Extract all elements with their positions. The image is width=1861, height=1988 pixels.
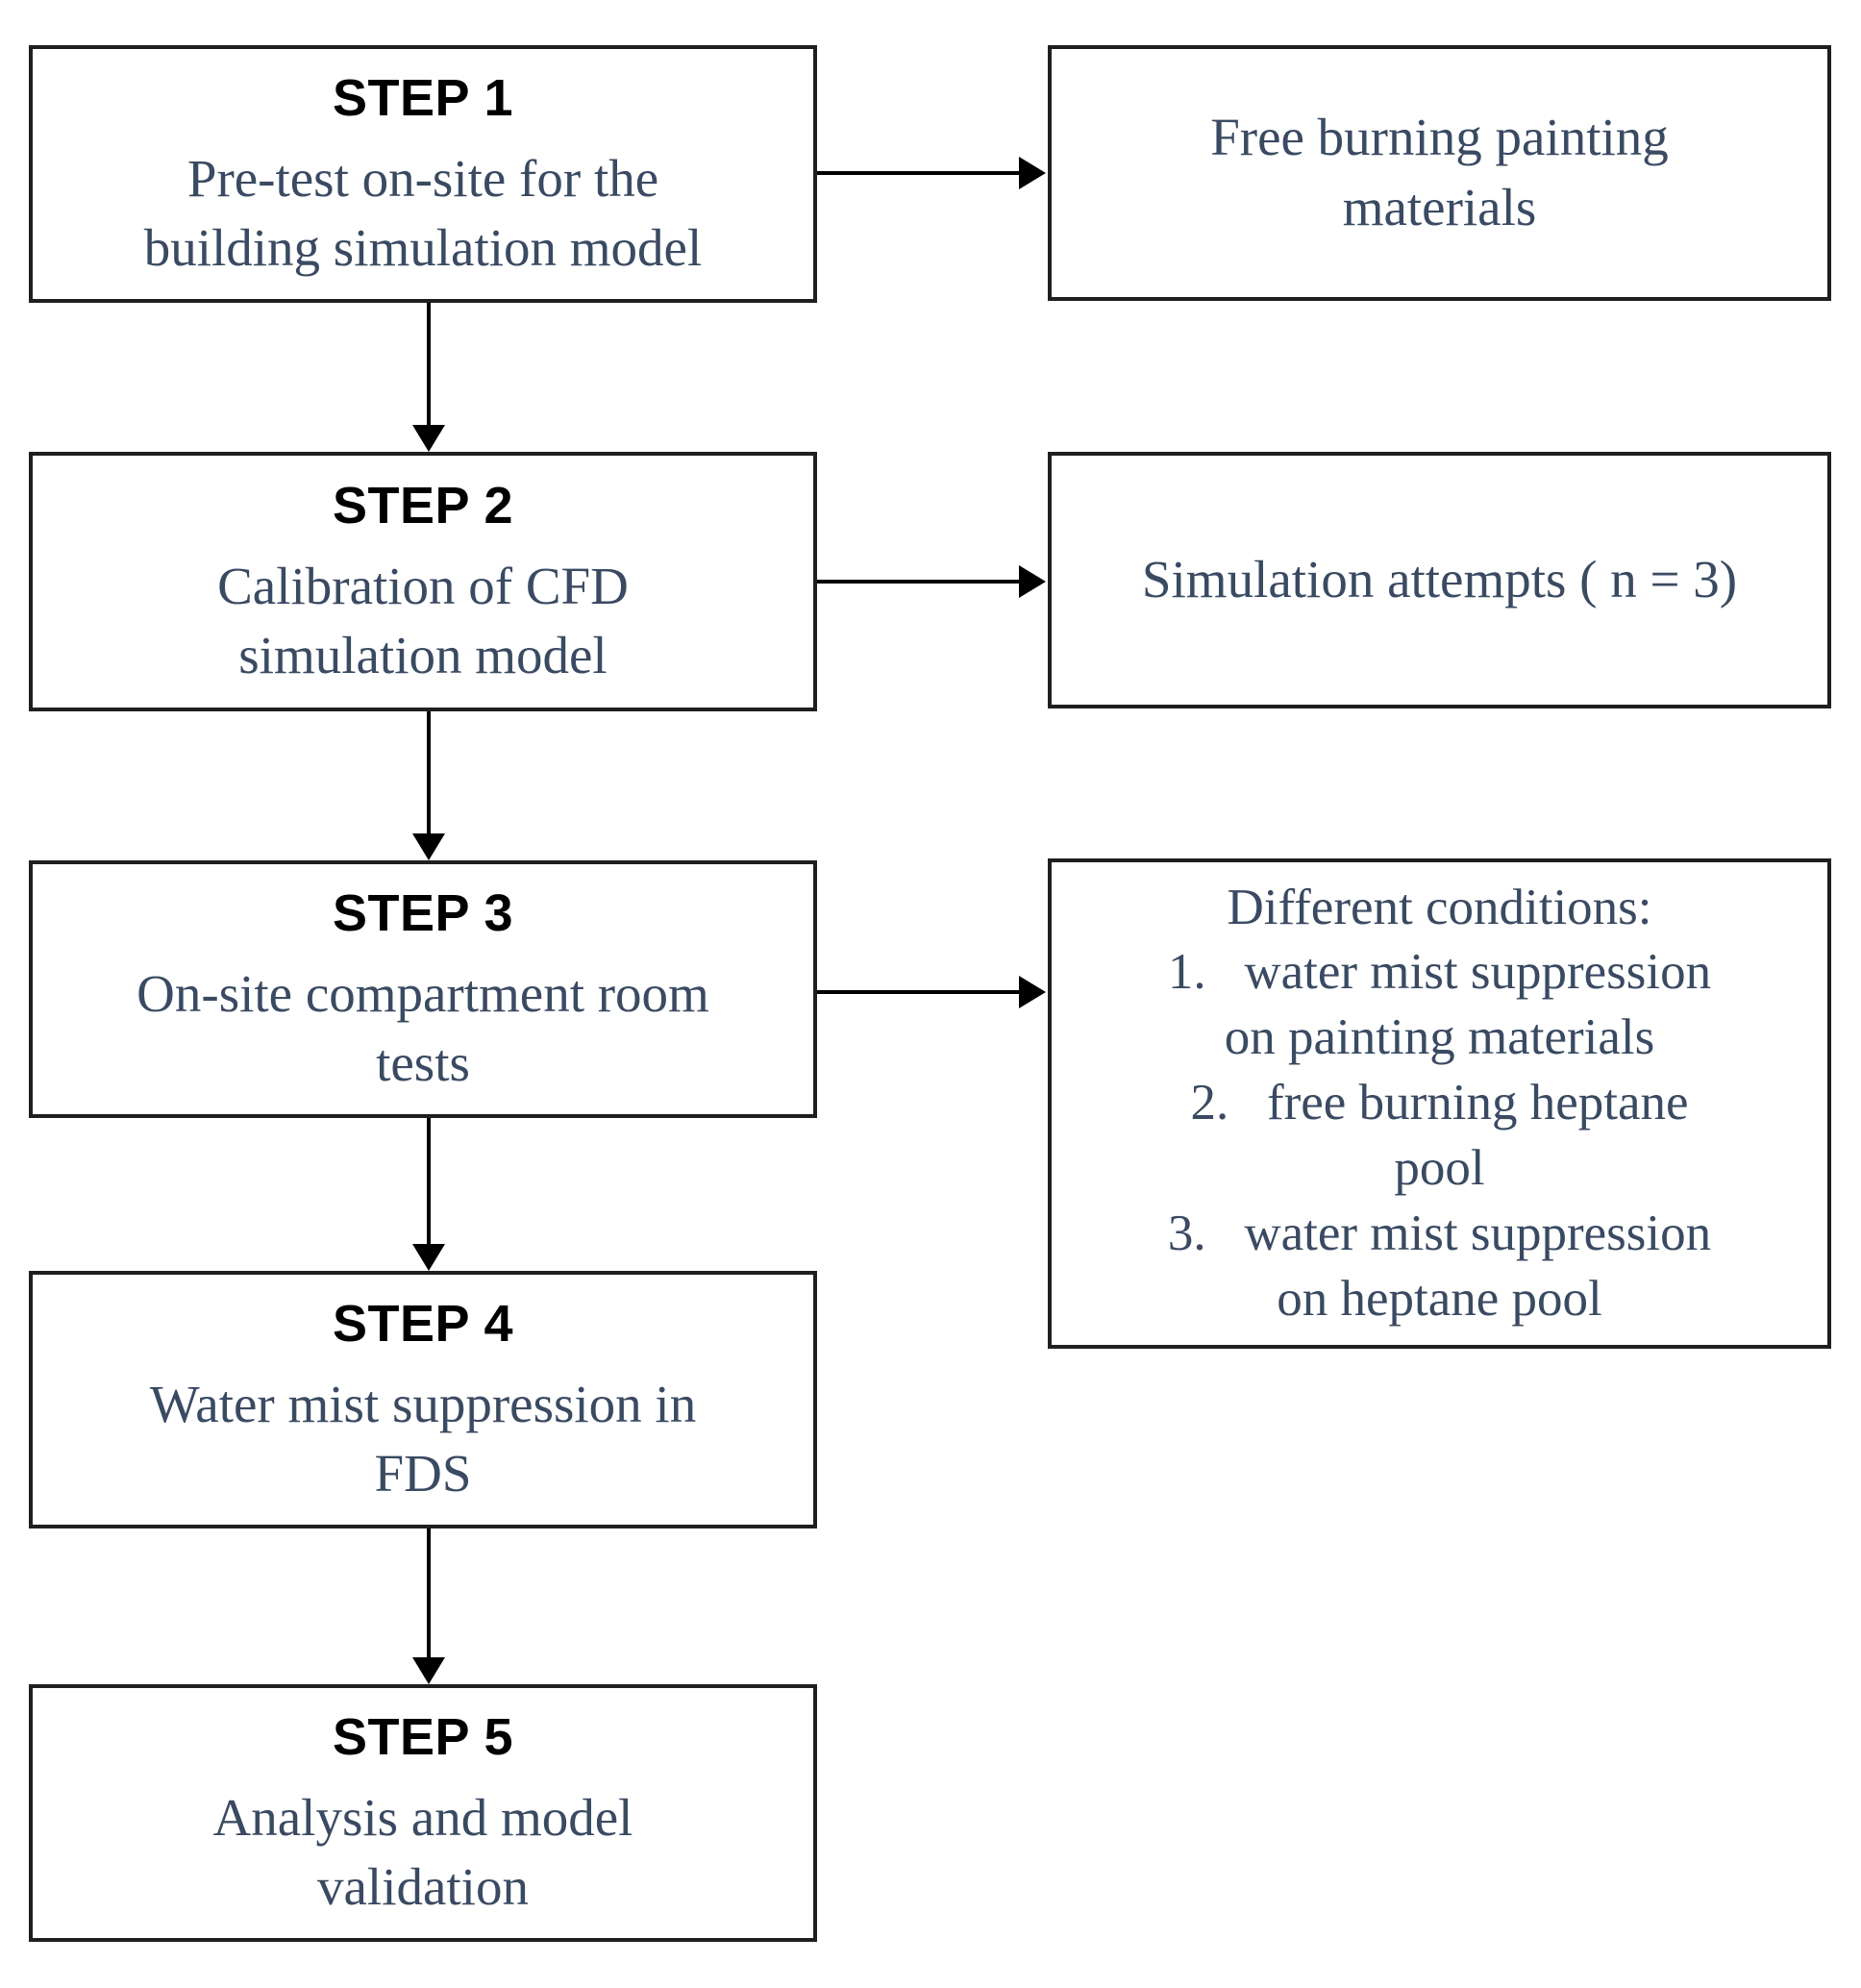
output-2-line-1: Simulation attempts ( n = 3): [1141, 550, 1738, 609]
condition-1-line-2: on painting materials: [1224, 1009, 1655, 1066]
condition-3-line-1: 3. water mist suppression: [1167, 1205, 1712, 1261]
step-1-text-line-1: Pre-test on-site for the: [186, 148, 659, 208]
condition-2-line-1: 2. free burning heptane: [1190, 1075, 1689, 1131]
arrow-down-step2-to-step3-icon: [412, 711, 445, 860]
condition-2-line-2: pool: [1394, 1139, 1485, 1196]
arrow-down-step4-to-step5-icon: [412, 1528, 445, 1684]
step-3-text-line-2: tests: [376, 1033, 470, 1093]
condition-3-line-2: on heptane pool: [1277, 1270, 1602, 1327]
arrow-down-step1-to-step2-icon: [412, 303, 445, 452]
output-box-free-burning: Free burning painting materials: [1048, 45, 1831, 301]
step-1-title: STEP 1: [332, 69, 514, 128]
step-5-text-line-1: Analysis and model: [212, 1787, 633, 1847]
arrow-right-step1-to-output-icon: [817, 157, 1046, 189]
step-4-title: STEP 4: [332, 1295, 514, 1354]
conditions-heading: Different conditions:: [1227, 879, 1652, 935]
arrow-right-step2-to-output-icon: [817, 565, 1046, 598]
step-5-title: STEP 5: [332, 1708, 514, 1767]
condition-1-line-1: 1. water mist suppression: [1167, 944, 1712, 1001]
step-5-text-line-2: validation: [317, 1857, 529, 1917]
step-3-text-line-1: On-site compartment room: [136, 963, 709, 1023]
step-2-title: STEP 2: [332, 477, 514, 535]
step-4-text-line-1: Water mist suppression in: [149, 1374, 697, 1433]
arrow-down-step3-to-step4-icon: [412, 1118, 445, 1271]
output-box-different-conditions: Different conditions: 1. water mist supp…: [1048, 858, 1831, 1349]
step-3-title: STEP 3: [332, 884, 514, 943]
step-5-box: STEP 5 Analysis and model validation: [29, 1684, 817, 1942]
step-1-text-line-2: building simulation model: [143, 218, 703, 278]
step-2-box: STEP 2 Calibration of CFD simulation mod…: [29, 452, 817, 711]
step-4-text-line-2: FDS: [374, 1444, 472, 1503]
step-2-text-line-1: Calibration of CFD: [217, 556, 629, 615]
step-2-text-line-2: simulation model: [238, 626, 608, 685]
step-1-box: STEP 1 Pre-test on-site for the building…: [29, 45, 817, 303]
step-4-box: STEP 4 Water mist suppression in FDS: [29, 1271, 817, 1528]
arrow-right-step3-to-output-icon: [817, 976, 1046, 1008]
output-1-line-1: Free burning painting: [1210, 108, 1669, 167]
output-box-simulation-attempts: Simulation attempts ( n = 3): [1048, 452, 1831, 708]
output-1-line-2: materials: [1342, 178, 1537, 236]
step-3-box: STEP 3 On-site compartment room tests: [29, 860, 817, 1118]
